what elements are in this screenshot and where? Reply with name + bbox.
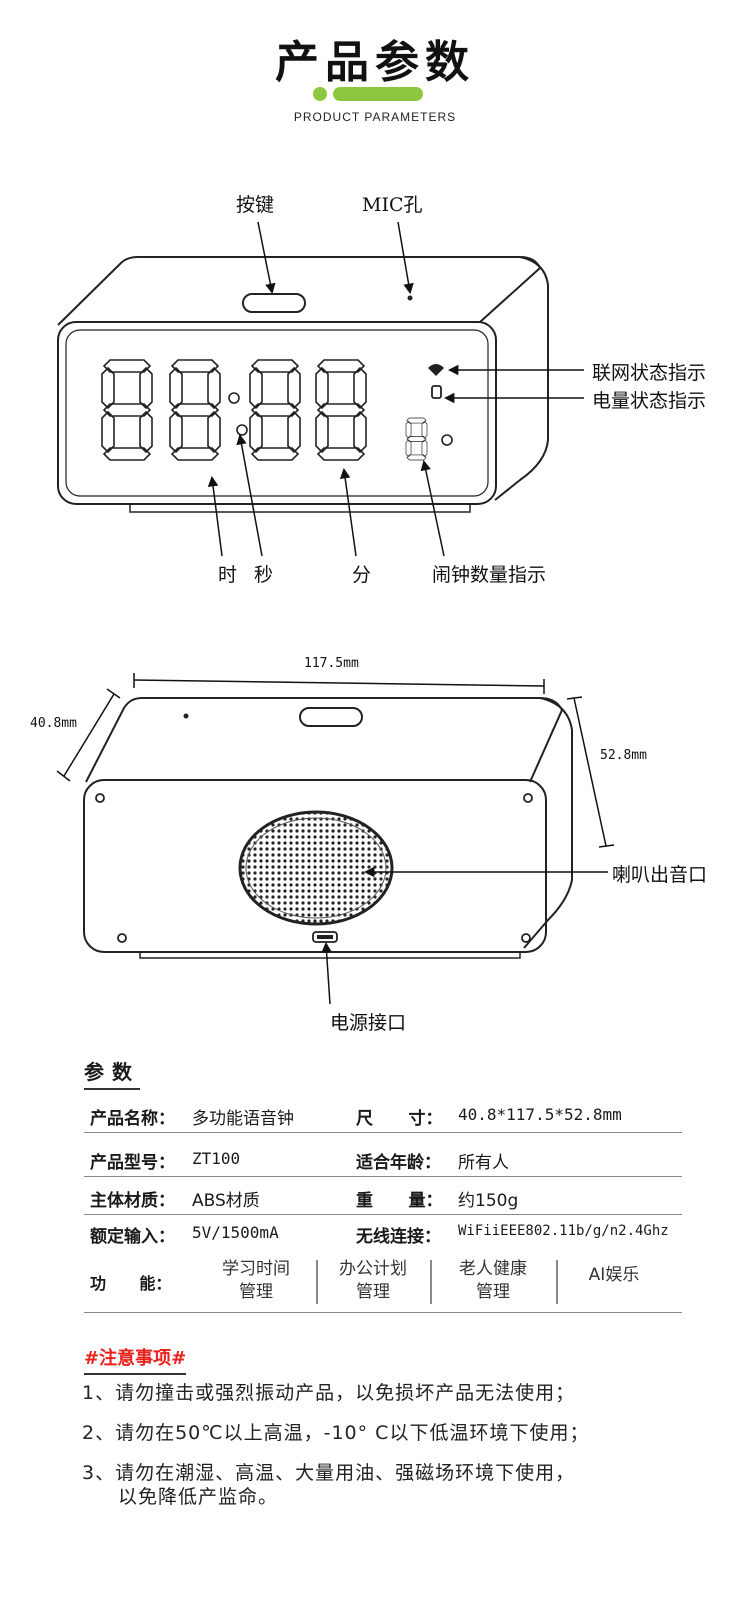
param-value: ZT100: [192, 1149, 241, 1168]
function-item: 学习时间 管理: [196, 1258, 316, 1304]
accent-dot: [313, 87, 327, 101]
param-value: 所有人: [458, 1153, 509, 1173]
length-dimension: 117.5mm: [304, 656, 359, 671]
notice-heading: #注意事项#: [84, 1344, 187, 1375]
time-display-digits: [101, 359, 453, 461]
param-row: 产品名称： 多功能语音钟 尺 寸： 40.8*117.5*52.8mm: [84, 1098, 682, 1133]
depth-dimension: 40.8mm: [30, 716, 77, 731]
param-row: 额定输入： 5V/1500mA 无线连接： WiFiiEEE802.11b/g/…: [84, 1216, 682, 1250]
speaker-label: 喇叭出音口: [612, 864, 708, 886]
param-value: 约150g: [458, 1191, 519, 1211]
back-view-clock: [83, 697, 573, 959]
function-item-line: 老人健康: [459, 1259, 527, 1279]
param-value: 40.8*117.5*52.8mm: [458, 1105, 622, 1124]
function-item-line: 学习时间: [222, 1259, 290, 1279]
param-label: 产品名称：: [90, 1109, 175, 1129]
notice-item: 2、请勿在50℃以上高温，-10° C以下低温环境下使用；: [82, 1422, 590, 1444]
notice-item: 3、请勿在潮湿、高温、大量用油、强磁场环境下使用，: [82, 1462, 576, 1484]
wifi-icon: [428, 364, 444, 376]
page-title: 产品参数: [275, 37, 475, 88]
param-row: 主体材质： ABS材质 重 量： 约150g: [84, 1180, 682, 1215]
function-item: 老人健康 管理: [430, 1258, 556, 1304]
mic-label: MIC孔: [362, 194, 423, 216]
param-value: 多功能语音钟: [192, 1109, 294, 1129]
params-heading: 参数: [84, 1056, 140, 1090]
front-view-clock: [57, 256, 549, 513]
param-label: 主体材质：: [90, 1191, 175, 1211]
height-dimension: 52.8mm: [600, 748, 647, 763]
param-value: ABS材质: [192, 1191, 260, 1211]
function-item-line: 管理: [476, 1282, 510, 1302]
notice-item: 1、请勿撞击或强烈振动产品，以免损坏产品无法使用；: [82, 1382, 576, 1404]
notice-item: 以免降低产监命。: [118, 1486, 279, 1508]
param-value: WiFiiEEE802.11b/g/n2.4Ghz: [458, 1223, 669, 1239]
function-item-line: 管理: [239, 1282, 273, 1302]
screw-holes: [95, 793, 533, 943]
usb-port-icon: [312, 931, 338, 943]
param-label: 尺 寸：: [356, 1109, 443, 1129]
param-label: 重 量：: [356, 1191, 443, 1211]
battery-icon: [431, 385, 442, 399]
function-item-line: 管理: [356, 1282, 390, 1302]
function-item-line: 办公计划: [339, 1259, 407, 1279]
network-status-label: 联网状态指示: [592, 362, 707, 384]
divider: [430, 1260, 432, 1304]
page-subtitle: PRODUCT PARAMETERS: [293, 110, 457, 124]
param-label: 产品型号：: [90, 1153, 175, 1173]
param-label: 无线连接：: [356, 1227, 441, 1247]
function-item: AI娱乐: [556, 1258, 672, 1287]
function-label: 功 能：: [90, 1274, 172, 1293]
param-label: 额定输入：: [90, 1227, 175, 1247]
function-item: 办公计划 管理: [316, 1258, 430, 1304]
divider: [316, 1260, 318, 1304]
param-value: 5V/1500mA: [192, 1223, 279, 1242]
minute-label: 分: [352, 564, 372, 586]
hour-label: 时: [218, 564, 238, 586]
speaker-grille: [238, 810, 394, 926]
divider: [556, 1260, 558, 1304]
alarm-count-label: 闹钟数量指示: [432, 564, 547, 586]
second-label: 秒: [254, 564, 274, 586]
function-row: 功 能： 学习时间 管理 办公计划 管理 老人健康 管理 AI娱乐: [84, 1252, 682, 1313]
function-item-line: AI娱乐: [588, 1265, 640, 1285]
accent-bar: [333, 87, 423, 101]
param-label: 适合年龄：: [356, 1153, 441, 1173]
product-line-drawing: [56, 221, 615, 1005]
power-port-label: 电源接口: [330, 1012, 407, 1034]
param-row: 产品型号： ZT100 适合年龄： 所有人: [84, 1142, 682, 1177]
button-label: 按键: [236, 194, 275, 216]
battery-status-label: 电量状态指示: [592, 390, 707, 412]
mic-hole: [407, 295, 413, 301]
